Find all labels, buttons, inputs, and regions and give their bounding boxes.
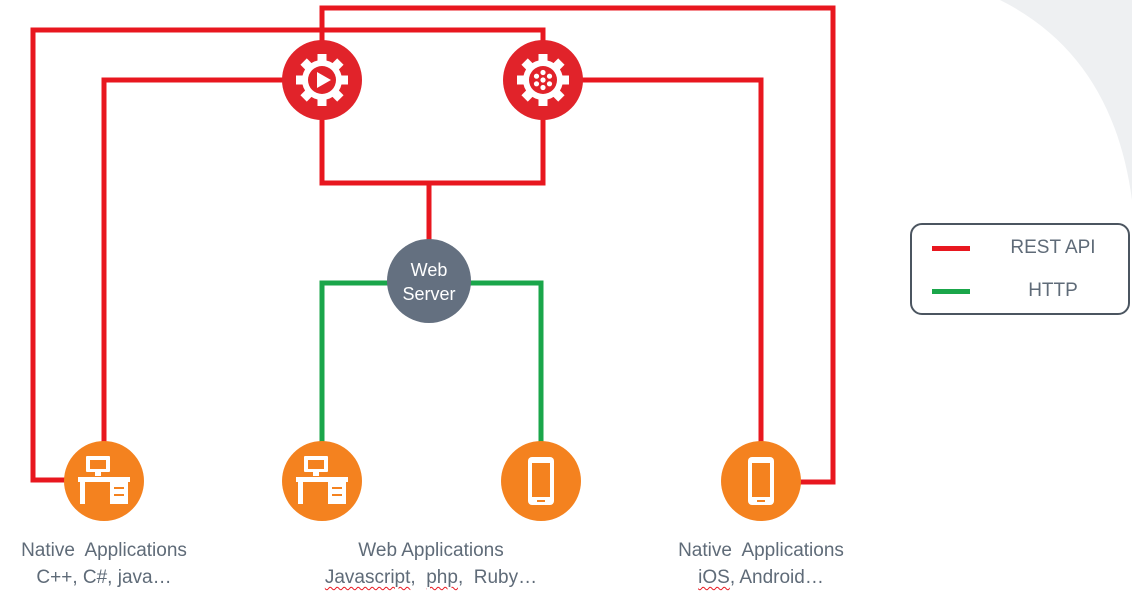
decorative-swoosh — [1000, 0, 1132, 200]
rest-connector-inner-right — [582, 77, 764, 452]
legend: REST API HTTP — [910, 223, 1130, 315]
legend-label-rest-api: REST API — [1010, 237, 1096, 258]
web-apps-title: Web Applications — [358, 540, 504, 561]
web-server-node: Web Server — [387, 239, 471, 323]
http-connector-web-desktop — [319, 280, 393, 445]
web-apps-lang-php: php — [426, 567, 458, 588]
web-server-label-line1: Web — [411, 260, 448, 280]
web-apps-lang-ruby: , Ruby… — [457, 567, 538, 588]
legend-swatch-rest-api — [932, 246, 970, 251]
native-mobile-os-android: , Android… — [729, 567, 824, 588]
web-apps-lang-javascript: Javascript — [324, 567, 411, 588]
native-mobile-subtitle: iOS, Android… — [656, 564, 866, 591]
mobile-phone-icon — [501, 441, 581, 521]
rest-connector-outer-left — [30, 27, 546, 483]
native-desktop-subtitle: C++, C#, java… — [36, 567, 172, 588]
native-desktop-title: Native Applications — [21, 540, 187, 561]
mobile-phone-icon — [721, 441, 801, 521]
desktop-workstation-icon — [282, 441, 362, 521]
film-reel-gear-icon — [503, 40, 583, 120]
legend-item-rest-api: REST API — [912, 233, 1128, 263]
legend-item-http: HTTP — [912, 276, 1128, 306]
web-apps-subtitle: Javascript, php, Ruby… — [296, 564, 566, 591]
desktop-workstation-icon — [64, 441, 144, 521]
http-connector-web-mobile — [465, 280, 544, 445]
native-mobile-title: Native Applications — [678, 540, 844, 561]
play-gear-icon — [282, 40, 362, 120]
rest-connector-gears-to-server — [319, 115, 546, 186]
web-apps-separator: , — [410, 567, 427, 588]
legend-swatch-http — [932, 289, 970, 294]
native-mobile-os-ios: iOS — [698, 567, 730, 588]
native-desktop-caption: Native Applications C++, C#, java… — [4, 537, 204, 591]
native-mobile-caption: Native Applications iOS, Android… — [656, 537, 866, 591]
web-apps-caption: Web Applications Javascript, php, Ruby… — [296, 537, 566, 591]
rest-connector-outer-top — [319, 5, 836, 485]
web-server-label-line2: Server — [402, 284, 455, 304]
legend-label-http: HTTP — [1028, 280, 1078, 301]
rest-connector-inner-left — [101, 77, 283, 450]
